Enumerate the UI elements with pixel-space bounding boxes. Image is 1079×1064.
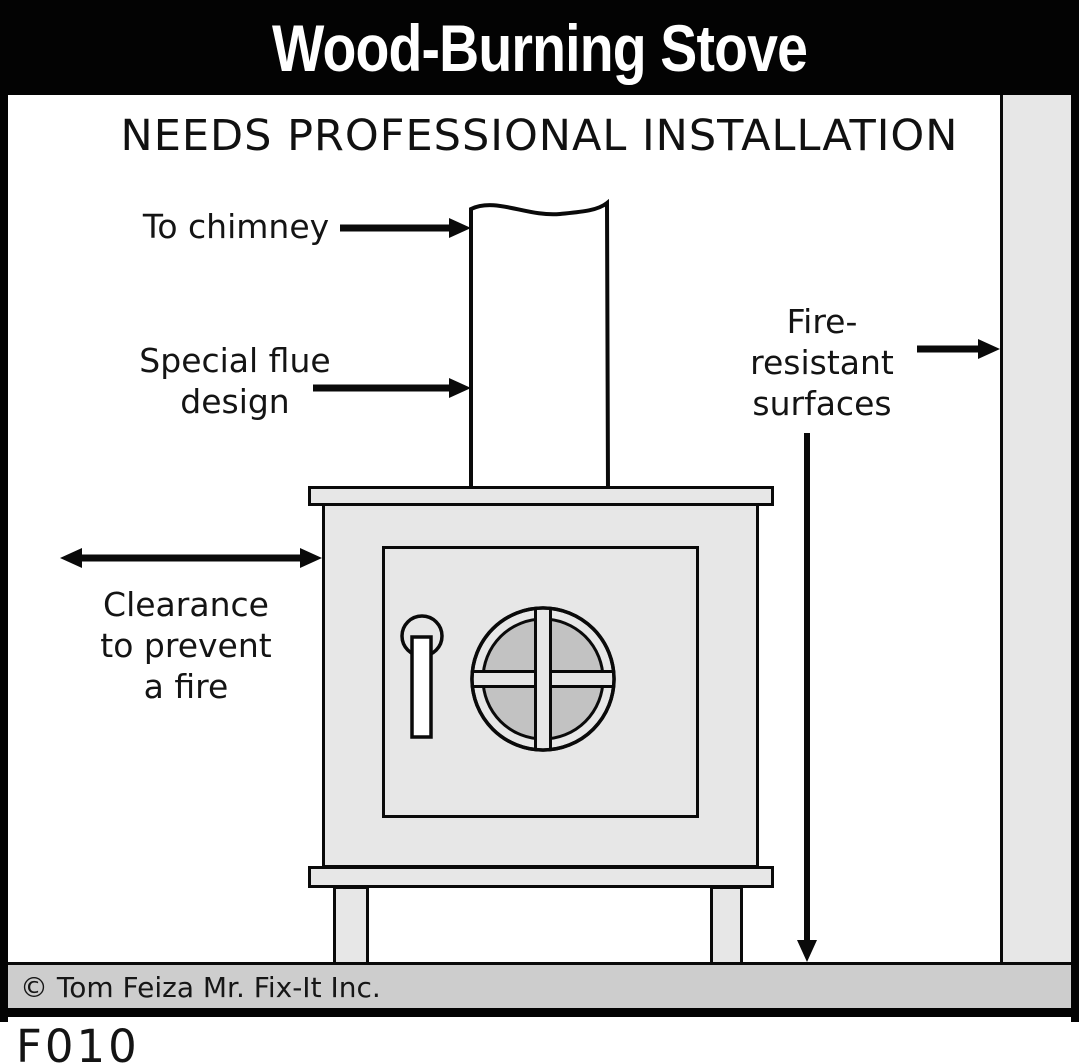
flue-pipe: [469, 198, 610, 493]
title-band: Wood-Burning Stove: [0, 0, 1079, 95]
stove-bottom-plate: [308, 866, 774, 888]
frame-border-left: [0, 95, 8, 1022]
label-special-flue: Special flue design: [134, 340, 336, 422]
clearance-double-arrow: [60, 548, 322, 568]
fire-resistant-floor-arrow: [797, 433, 817, 962]
label-fire-resistant-line1: Fire-: [786, 302, 858, 341]
fire-resistant-floor: [0, 962, 1079, 1008]
label-fire-resistant-line2: resistant: [750, 343, 894, 382]
special-flue-arrow: [313, 378, 471, 398]
diagram-subtitle: NEEDS PROFESSIONAL INSTALLATION: [120, 111, 959, 161]
figure-code: F010: [16, 1020, 140, 1064]
stove-door: [382, 546, 699, 818]
stove-leg-right: [710, 886, 743, 965]
label-clearance-line1: Clearance: [103, 585, 269, 624]
label-fire-resistant: Fire- resistant surfaces: [722, 301, 922, 424]
label-to-chimney: To chimney: [140, 206, 332, 247]
fire-resistant-wall-arrow: [917, 339, 1000, 359]
stove-top-plate: [308, 486, 774, 506]
label-fire-resistant-line3: surfaces: [752, 384, 892, 423]
label-special-flue-line1: Special flue: [139, 341, 331, 380]
label-clearance-line3: a fire: [143, 667, 229, 706]
label-to-chimney-text: To chimney: [142, 207, 330, 246]
label-special-flue-line2: design: [180, 382, 290, 421]
label-clearance-line2: to prevent: [100, 626, 272, 665]
frame-border-right: [1071, 95, 1079, 1022]
stove-leg-left: [333, 886, 369, 965]
page-title: Wood-Burning Stove: [271, 10, 808, 85]
fire-resistant-wall: [1000, 95, 1079, 966]
label-clearance: Clearance to prevent a fire: [85, 584, 287, 707]
to-chimney-arrow: [340, 218, 471, 238]
copyright-notice: © Tom Feiza Mr. Fix-It Inc.: [20, 971, 381, 1004]
frame-border-bottom: [0, 1008, 1079, 1017]
